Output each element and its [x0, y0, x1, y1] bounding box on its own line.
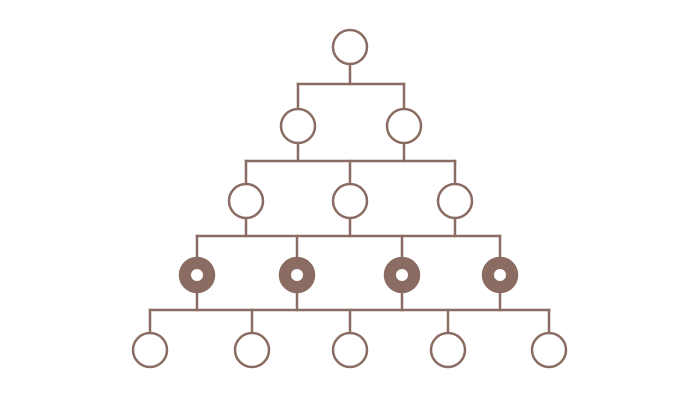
node-ring-hole	[191, 269, 203, 281]
node-level-5-1	[131, 331, 169, 369]
node-level-5-2	[233, 331, 271, 369]
node-circle	[279, 107, 317, 145]
node-circle	[131, 331, 169, 369]
node-circle	[436, 182, 474, 220]
node-level-1-1	[331, 28, 369, 66]
node-circle	[233, 331, 271, 369]
node-circle	[429, 331, 467, 369]
node-level-3-1	[227, 182, 265, 220]
node-circle	[385, 107, 423, 145]
node-circle	[530, 331, 568, 369]
node-level-4-4	[481, 256, 519, 294]
node-ring-hole	[494, 269, 506, 281]
node-level-5-4	[429, 331, 467, 369]
node-level-4-3	[383, 256, 421, 294]
node-circle	[331, 28, 369, 66]
node-level-3-3	[436, 182, 474, 220]
node-level-5-5	[530, 331, 568, 369]
node-level-2-1	[279, 107, 317, 145]
node-ring-hole	[291, 269, 303, 281]
connector-lines	[148, 62, 551, 335]
diagram-nodes	[131, 28, 568, 369]
node-circle	[227, 182, 265, 220]
node-level-4-1	[178, 256, 216, 294]
node-circle	[331, 331, 369, 369]
node-level-4-2	[278, 256, 316, 294]
node-level-3-2	[331, 182, 369, 220]
node-level-5-3	[331, 331, 369, 369]
node-level-2-2	[385, 107, 423, 145]
node-circle	[331, 182, 369, 220]
node-ring-hole	[396, 269, 408, 281]
